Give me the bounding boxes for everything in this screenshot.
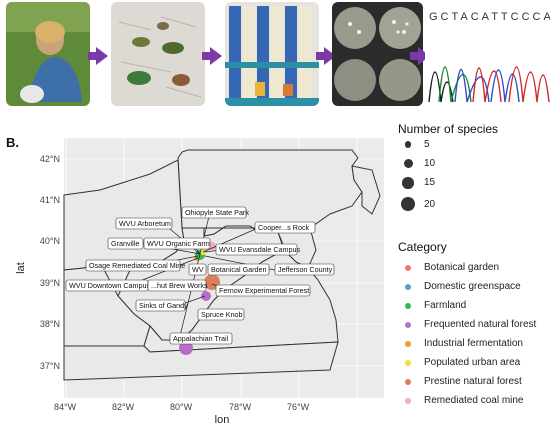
category-legend-swatch bbox=[405, 321, 411, 328]
culture-tubes-photo bbox=[225, 2, 319, 106]
size-legend-dot bbox=[401, 197, 415, 211]
category-legend-item: Domestic greenspace bbox=[398, 281, 521, 292]
site-label-jefferson-county: Jefferson County bbox=[274, 263, 335, 276]
y-tick-39n: 39°N bbox=[40, 278, 60, 288]
svg-text:Jefferson County: Jefferson County bbox=[278, 265, 333, 274]
size-legend-item: 20 bbox=[398, 197, 435, 211]
category-legend-item: Remediated coal mine bbox=[398, 395, 524, 406]
field-sampling-photo bbox=[6, 2, 90, 106]
site-point-spruce-knob bbox=[201, 291, 211, 301]
dna-sequence: GCTACATTCCCA bbox=[429, 11, 550, 23]
size-legend-label: 15 bbox=[424, 177, 436, 189]
leaf-samples-photo bbox=[111, 2, 205, 106]
site-label-ohiopyle: Ohiopyle State Park bbox=[181, 206, 249, 219]
svg-text:Ohiopyle State Park: Ohiopyle State Park bbox=[185, 208, 249, 217]
y-tick-41n: 41°N bbox=[40, 195, 60, 205]
size-legend-title: Number of species bbox=[398, 122, 499, 136]
site-label-coopers-rock: Cooper...s Rock bbox=[254, 221, 316, 234]
category-legend-label: Frequented natural forest bbox=[424, 319, 537, 330]
size-legend-dot bbox=[403, 159, 413, 168]
svg-text:Spruce Knob: Spruce Knob bbox=[201, 310, 243, 319]
tennessee-nc-outline bbox=[63, 341, 339, 381]
y-axis-label: lat bbox=[15, 262, 27, 274]
category-legend-swatch bbox=[405, 378, 411, 385]
x-tick-84w: 84°W bbox=[54, 402, 77, 412]
site-label-arboretum: WVU Arboretum bbox=[115, 217, 173, 230]
size-legend-item: 5 bbox=[398, 139, 430, 150]
category-legend-item: Industrial fermentation bbox=[398, 338, 523, 349]
category-legend-item: Prestine natural forest bbox=[398, 376, 522, 387]
x-axis-label: lon bbox=[215, 414, 230, 426]
category-legend-title: Category bbox=[398, 240, 447, 254]
svg-text:WV: WV bbox=[192, 265, 204, 274]
new-jersey-outline bbox=[351, 165, 381, 215]
category-legend-swatch bbox=[405, 302, 411, 309]
site-label-wv: WV bbox=[188, 263, 207, 276]
category-legend-swatch bbox=[405, 264, 411, 271]
workflow-arrow-1 bbox=[88, 47, 108, 65]
size-legend-item: 15 bbox=[398, 177, 435, 189]
size-legend-label: 20 bbox=[424, 198, 436, 210]
x-tick-82w: 82°W bbox=[112, 402, 135, 412]
category-legend-swatch bbox=[405, 283, 411, 290]
site-label-spruce-knob: Spruce Knob bbox=[197, 308, 245, 321]
site-label-downtown: WVU Downtown Campus bbox=[65, 279, 150, 292]
category-legend-label: Remediated coal mine bbox=[424, 395, 524, 406]
category-legend-label: Populated urban area bbox=[424, 357, 521, 368]
category-legend-label: Domestic greenspace bbox=[424, 281, 521, 292]
y-tick-42n: 42°N bbox=[40, 154, 60, 164]
y-tick-38n: 38°N bbox=[40, 319, 60, 329]
svg-text:WVU Downtown Campus: WVU Downtown Campus bbox=[69, 281, 150, 290]
category-legend-label: Farmland bbox=[424, 300, 467, 311]
category-legend-item: Botanical garden bbox=[398, 262, 499, 273]
site-label-sinks-of-gandy: Sinks of Gandy bbox=[135, 299, 188, 312]
size-legend-dot bbox=[402, 177, 414, 189]
svg-text:Cooper...s Rock: Cooper...s Rock bbox=[258, 223, 310, 232]
site-label-botanical-garden: Botanical Garden bbox=[207, 263, 270, 276]
site-label-organic-farm: WVU Organic Farm bbox=[143, 237, 211, 250]
category-legend-swatch bbox=[405, 397, 411, 404]
svg-text:Granville: Granville bbox=[111, 239, 139, 248]
category-legend-item: Frequented natural forest bbox=[398, 319, 536, 330]
svg-text:...hut Brew Works: ...hut Brew Works bbox=[151, 281, 208, 290]
y-tick-37n: 37°N bbox=[40, 361, 60, 371]
category-legend-label: Prestine natural forest bbox=[424, 376, 522, 387]
site-label-appalachian-trail: Appalachian Trail bbox=[169, 332, 233, 345]
svg-text:Botanical Garden: Botanical Garden bbox=[211, 265, 267, 274]
site-point-appalachian-trail bbox=[179, 341, 193, 355]
category-legend-swatch bbox=[405, 359, 411, 366]
category-legend-item: Populated urban area bbox=[398, 357, 520, 368]
site-map: Ohiopyle State Park WVU Arboretum Cooper… bbox=[15, 138, 384, 426]
site-label-brew-works: ...hut Brew Works bbox=[147, 279, 208, 292]
svg-text:Appalachian Trail: Appalachian Trail bbox=[173, 334, 229, 343]
svg-text:Sinks of Gandy: Sinks of Gandy bbox=[139, 301, 188, 310]
sequencing-chromatogram: GCTACATTCCCA bbox=[425, 2, 550, 106]
petri-dishes-photo bbox=[332, 2, 423, 106]
x-tick-76w: 76°W bbox=[287, 402, 310, 412]
site-label-evansdale: WVU Evansdale Campus bbox=[215, 243, 300, 256]
site-label-osage: Osage Remediated Coal Mine bbox=[85, 259, 185, 272]
x-tick-78w: 78°W bbox=[229, 402, 252, 412]
category-legend-label: Industrial fermentation bbox=[424, 338, 523, 349]
category-legend-swatch bbox=[405, 340, 411, 347]
svg-text:WVU Arboretum: WVU Arboretum bbox=[119, 219, 171, 228]
site-label-fernow: Fernow Experimental Forest bbox=[215, 284, 311, 297]
category-legend-item: Farmland bbox=[398, 300, 466, 311]
workflow-arrow-2 bbox=[202, 47, 222, 65]
svg-text:Fernow Experimental Forest: Fernow Experimental Forest bbox=[219, 286, 309, 295]
svg-text:WVU Organic Farm: WVU Organic Farm bbox=[147, 239, 210, 248]
category-legend-label: Botanical garden bbox=[424, 262, 500, 273]
svg-text:Osage Remediated Coal Mine: Osage Remediated Coal Mine bbox=[89, 261, 185, 270]
site-label-granville: Granville bbox=[107, 237, 144, 250]
x-tick-80w: 80°W bbox=[170, 402, 193, 412]
svg-text:WVU Evansdale Campus: WVU Evansdale Campus bbox=[219, 245, 300, 254]
panel-b-label: B. bbox=[6, 135, 19, 150]
size-legend-item: 10 bbox=[398, 158, 435, 169]
size-legend-label: 10 bbox=[424, 158, 436, 169]
size-legend-dot bbox=[404, 141, 412, 148]
size-legend-label: 5 bbox=[424, 139, 430, 150]
y-tick-40n: 40°N bbox=[40, 236, 60, 246]
